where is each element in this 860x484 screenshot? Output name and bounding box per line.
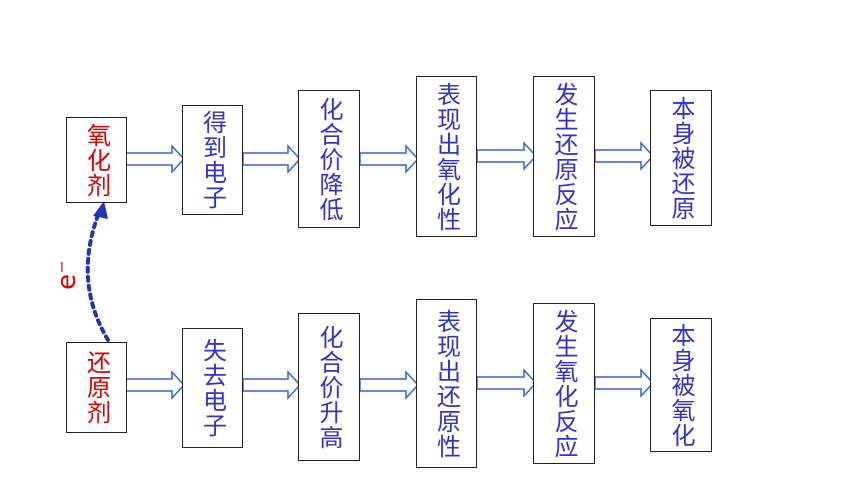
flow-arrow-top-3 [359,144,420,174]
itself-oxidized-box: 本身被氧化 [650,318,712,452]
itself-oxidized-label: 本身被氧化 [667,322,695,448]
gain-electrons-box: 得到电子 [182,105,243,215]
flow-arrow-top-4 [476,141,538,171]
flow-arrow-bottom-3 [359,370,420,400]
valence-increase-box: 化合价升高 [298,313,360,461]
flow-arrow-bottom-1 [125,370,186,400]
oxidant-label: 氧化剂 [82,122,111,198]
valence-decrease-box: 化合价降低 [298,90,360,228]
reductant-box: 还原剂 [66,342,127,433]
flow-arrow-top-2 [242,144,302,174]
itself-reduced-box: 本身被还原 [650,90,712,226]
valence-increase-label: 化合价升高 [315,324,343,450]
show-oxidizing-box: 表现出氧化性 [416,76,477,237]
gain-electrons-label: 得到电子 [198,110,227,210]
oxidant-box: 氧化剂 [66,117,127,203]
show-oxidizing-label: 表现出氧化性 [432,81,461,232]
lose-electrons-box: 失去电子 [182,328,243,448]
reduction-reaction-box: 发生还原反应 [533,76,595,237]
oxidation-reaction-label: 发生氧化反应 [550,308,578,459]
flow-arrow-bottom-4 [476,368,538,398]
electron-label: e⁻ [51,260,82,290]
valence-decrease-label: 化合价降低 [315,96,343,222]
oxidation-reaction-box: 发生氧化反应 [533,303,595,464]
reduction-reaction-label: 发生还原反应 [550,81,578,232]
flow-arrow-bottom-5 [594,368,655,398]
reductant-label: 还原剂 [82,350,111,425]
flow-arrow-top-5 [594,141,655,171]
itself-reduced-label: 本身被还原 [667,95,695,221]
lose-electrons-label: 失去电子 [198,338,227,438]
electron-transfer-arc [85,208,110,342]
electron-transfer-arrowhead [93,201,108,219]
show-reducing-label: 表现出还原性 [432,308,461,459]
show-reducing-box: 表现出还原性 [416,299,477,468]
flow-arrow-top-1 [125,144,186,174]
flow-arrow-bottom-2 [242,370,302,400]
